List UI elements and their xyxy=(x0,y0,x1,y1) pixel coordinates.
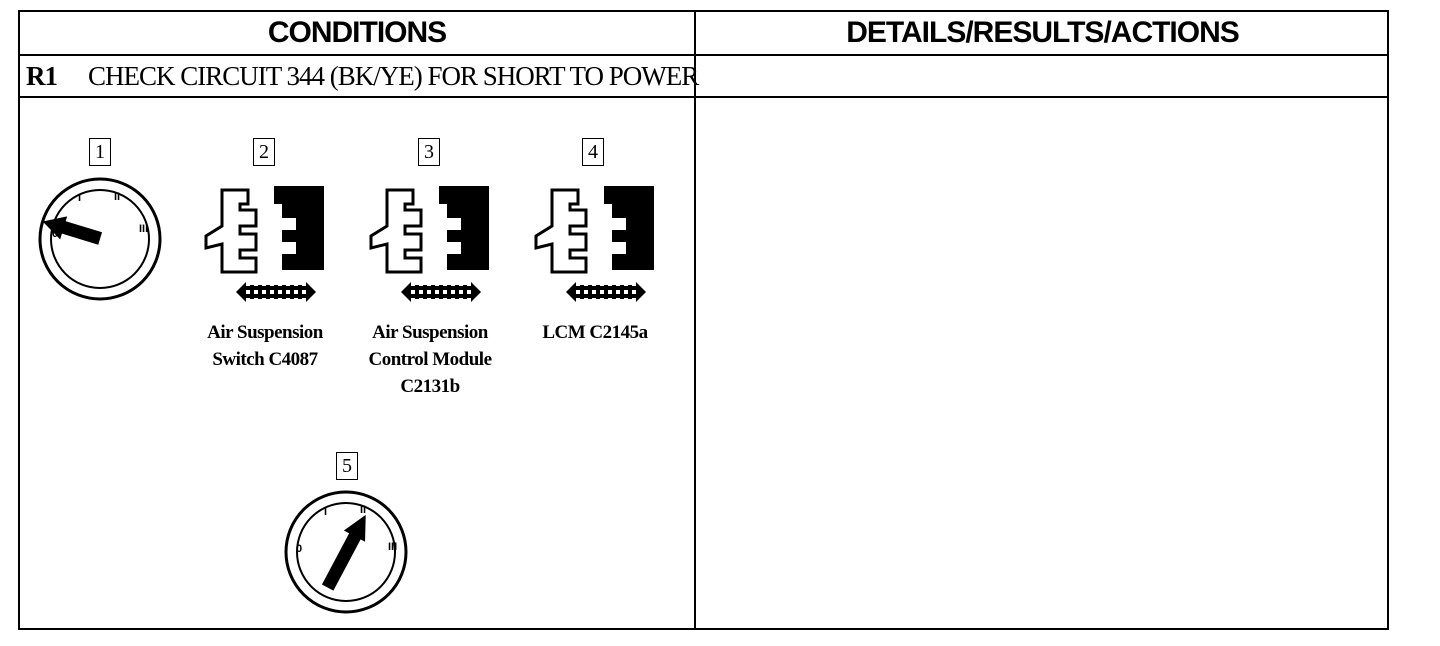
step-id: R1 xyxy=(26,60,58,91)
step-title: CHECK CIRCUIT 344 (BK/YE) FOR SHORT TO P… xyxy=(88,60,699,91)
ignition-switch-icon: 0 I II III xyxy=(284,490,408,614)
caption-line: Air Suspension xyxy=(207,322,323,343)
step-row: R1 CHECK CIRCUIT 344 (BK/YE) FOR SHORT T… xyxy=(26,56,699,96)
column-divider xyxy=(694,12,696,628)
caption-line: Control Module xyxy=(368,349,492,370)
dial-label-2: II xyxy=(360,504,366,516)
connector-disconnect-icon xyxy=(369,186,489,302)
dial-label-0: 0 xyxy=(296,543,302,555)
figure-caption-4: LCM C2145a xyxy=(510,319,680,346)
conditions-header: CONDITIONS xyxy=(267,16,447,49)
dial-label-1: I xyxy=(78,192,81,204)
dial-label-1: I xyxy=(324,506,327,518)
connector-disconnect-icon xyxy=(534,186,654,302)
caption-line: Air Suspension xyxy=(372,322,488,343)
figure-caption-3: Air Suspension Control Module C2131b xyxy=(345,319,515,400)
caption-line: LCM C2145a xyxy=(542,322,648,343)
details-cell xyxy=(710,112,1370,612)
figure-caption-2: Air Suspension Switch C4087 xyxy=(180,319,350,373)
caption-line: Switch C4087 xyxy=(212,349,318,370)
dial-label-2: II xyxy=(114,191,120,203)
figure-number-4: 4 xyxy=(582,138,604,166)
diagnostic-table: CONDITIONS DETAILS/RESULTS/ACTIONS R1 CH… xyxy=(18,10,1389,630)
figure-number-1: 1 xyxy=(89,138,111,166)
figure-number-3: 3 xyxy=(418,138,440,166)
step-divider xyxy=(20,96,1387,98)
connector-disconnect-icon xyxy=(204,186,324,302)
caption-line: C2131b xyxy=(400,376,460,397)
ignition-switch-icon: 0 I II III xyxy=(38,177,162,301)
figure-number-2: 2 xyxy=(253,138,275,166)
details-header: DETAILS/RESULTS/ACTIONS xyxy=(846,16,1240,49)
dial-label-3: III xyxy=(139,223,148,235)
dial-label-3: III xyxy=(388,541,397,553)
header-divider xyxy=(20,54,1387,56)
figure-number-5: 5 xyxy=(336,452,358,480)
